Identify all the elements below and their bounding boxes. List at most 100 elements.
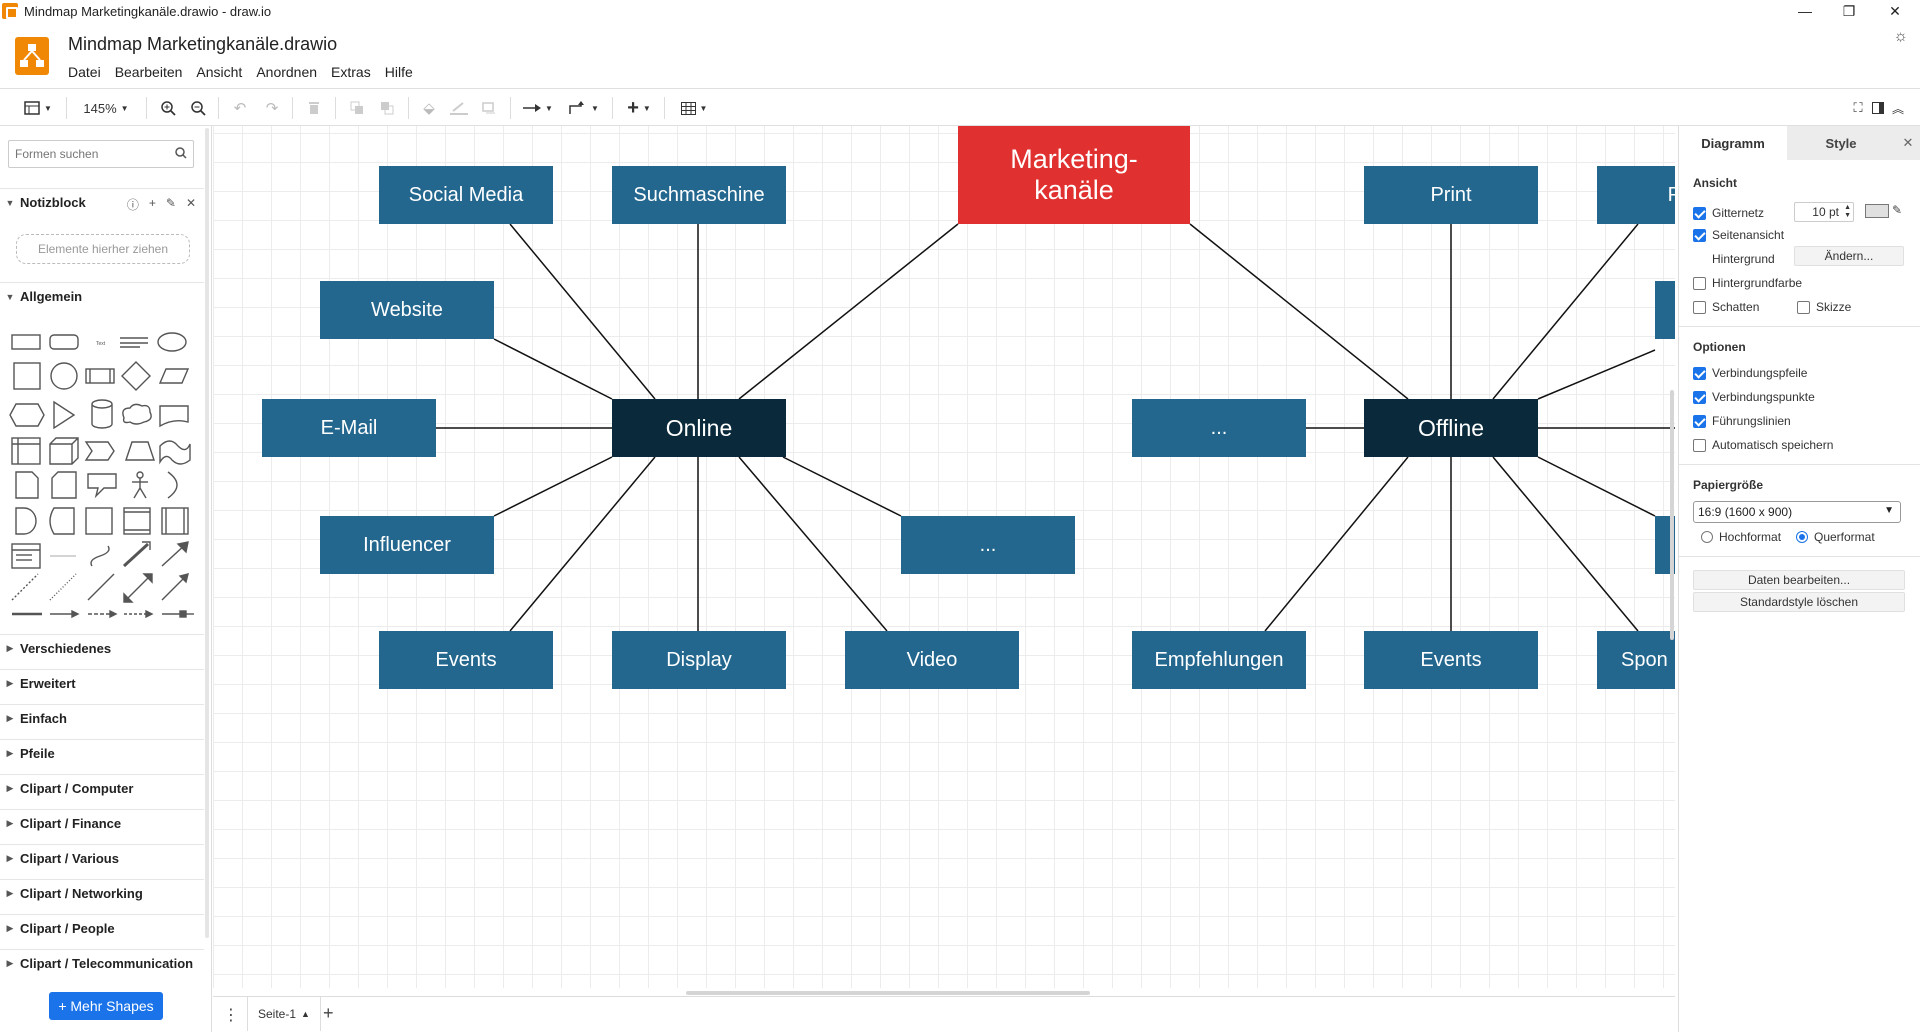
canvas-vertical-scrollbar[interactable]: [1670, 390, 1674, 640]
grid-checkbox[interactable]: [1693, 206, 1706, 220]
shape-palette[interactable]: Text: [8, 322, 204, 622]
page-view-option[interactable]: Seitenansicht: [1693, 228, 1784, 242]
menu-hilfe[interactable]: Hilfe: [384, 64, 413, 80]
paper-size-select[interactable]: 16:9 (1600 x 900)▼: [1693, 501, 1901, 523]
node-display[interactable]: Display: [612, 631, 786, 689]
waypoints-dropdown[interactable]: ▼: [566, 97, 602, 119]
table-dropdown[interactable]: ▼: [676, 97, 712, 119]
sketch-checkbox[interactable]: [1797, 300, 1810, 314]
shadow-icon[interactable]: [478, 97, 500, 119]
section-erweitert[interactable]: ▶Erweitert: [0, 669, 204, 697]
node-print[interactable]: Print: [1364, 166, 1538, 224]
node-online[interactable]: Online: [612, 399, 786, 457]
node-website[interactable]: Website: [320, 281, 494, 339]
clear-default-style-button[interactable]: Standardstyle löschen: [1693, 592, 1905, 612]
section-notizblock[interactable]: ▼ Notizblock ⓘ + ✎ ✕: [0, 188, 204, 216]
node-sponsoring[interactable]: Spon: [1597, 631, 1675, 689]
sidebar-scrollbar[interactable]: [205, 128, 209, 938]
guides-option[interactable]: Führungslinien: [1693, 414, 1791, 428]
section-clipart-networking[interactable]: ▶Clipart / Networking: [0, 879, 204, 907]
page-tab-seite-1[interactable]: Seite-1▲: [247, 997, 321, 1031]
node-offline[interactable]: Offline: [1364, 399, 1538, 457]
menu-bearbeiten[interactable]: Bearbeiten: [114, 64, 183, 80]
node-empfehlungen[interactable]: Empfehlungen: [1132, 631, 1306, 689]
guides-checkbox[interactable]: [1693, 414, 1706, 428]
section-pfeile[interactable]: ▶Pfeile: [0, 739, 204, 767]
landscape-radio[interactable]: [1796, 531, 1808, 543]
section-verschiedenes[interactable]: ▶Verschiedenes: [0, 634, 204, 662]
page-view-checkbox[interactable]: [1693, 228, 1706, 242]
change-background-button[interactable]: Ändern...: [1794, 246, 1904, 266]
sketch-option[interactable]: Skizze: [1797, 300, 1851, 314]
section-einfach[interactable]: ▶Einfach: [0, 704, 204, 732]
node-events-offline[interactable]: Events: [1364, 631, 1538, 689]
redo-icon[interactable]: ↷: [265, 100, 279, 117]
connection-arrows-checkbox[interactable]: [1693, 366, 1706, 380]
document-title[interactable]: Mindmap Marketingkanäle.drawio: [68, 34, 338, 54]
insert-plus-dropdown[interactable]: +▼: [627, 96, 651, 119]
shadow-checkbox[interactable]: [1693, 300, 1706, 314]
minimize-button[interactable]: —: [1798, 3, 1812, 19]
autosave-option[interactable]: Automatisch speichern: [1693, 438, 1833, 452]
to-back-icon[interactable]: [376, 97, 398, 119]
shape-search-input[interactable]: [9, 141, 159, 167]
to-front-icon[interactable]: [346, 97, 368, 119]
landscape-option[interactable]: Querformat: [1796, 530, 1875, 544]
maximize-button[interactable]: ❐: [1842, 2, 1856, 19]
edit-icon[interactable]: ✎: [165, 196, 176, 210]
connection-points-checkbox[interactable]: [1693, 390, 1706, 404]
fullscreen-icon[interactable]: ⛶: [1853, 100, 1863, 115]
scratchpad-dropzone[interactable]: Elemente hierher ziehen: [16, 234, 190, 264]
section-clipart-various[interactable]: ▶Clipart / Various: [0, 844, 204, 872]
section-clipart-people[interactable]: ▶Clipart / People: [0, 914, 204, 942]
node-suchmaschine[interactable]: Suchmaschine: [612, 166, 786, 224]
tab-diagramm[interactable]: Diagramm: [1679, 126, 1787, 160]
more-shapes-button[interactable]: + Mehr Shapes: [49, 992, 163, 1020]
add-icon[interactable]: +: [148, 196, 156, 210]
grid-option[interactable]: Gitternetz: [1693, 206, 1764, 220]
menu-ansicht[interactable]: Ansicht: [196, 64, 243, 80]
section-clipart-computer[interactable]: ▶Clipart / Computer: [0, 774, 204, 802]
grid-color-swatch[interactable]: [1865, 204, 1889, 218]
pages-menu-icon[interactable]: ⋮: [223, 1007, 239, 1024]
close-icon[interactable]: ✕: [185, 196, 196, 210]
search-icon[interactable]: [175, 147, 187, 162]
connection-style-dropdown[interactable]: ▼: [520, 97, 556, 119]
connection-arrows-option[interactable]: Verbindungspfeile: [1693, 366, 1807, 380]
pencil-icon[interactable]: ✎: [1892, 203, 1903, 217]
menu-datei[interactable]: Datei: [68, 64, 101, 80]
background-color-option[interactable]: Hintergrundfarbe: [1693, 276, 1802, 290]
menu-extras[interactable]: Extras: [331, 64, 371, 80]
delete-icon[interactable]: [303, 97, 325, 119]
node-offline-cut-top[interactable]: P: [1597, 166, 1675, 224]
close-panel-icon[interactable]: ✕: [1895, 126, 1920, 160]
node-social-media[interactable]: Social Media: [379, 166, 553, 224]
fill-color-icon[interactable]: ⬙: [423, 100, 435, 117]
zoom-in-icon[interactable]: [158, 97, 178, 119]
close-window-button[interactable]: ✕: [1889, 2, 1901, 19]
chevron-up-icon[interactable]: ▲: [301, 1009, 310, 1019]
portrait-radio[interactable]: [1701, 531, 1713, 543]
node-email[interactable]: E-Mail: [262, 399, 436, 457]
connection-points-option[interactable]: Verbindungspunkte: [1693, 390, 1815, 404]
node-events-online[interactable]: Events: [379, 631, 553, 689]
node-marketingkanaele[interactable]: Marketing-kanäle: [958, 126, 1190, 224]
section-clipart-telecommunication[interactable]: ▶Clipart / Telecommunication: [0, 949, 204, 977]
node-online-more[interactable]: ...: [901, 516, 1075, 574]
add-page-icon[interactable]: +: [323, 1003, 334, 1023]
zoom-out-icon[interactable]: [188, 97, 208, 119]
section-allgemein[interactable]: ▼ Allgemein: [0, 282, 204, 310]
node-offline-cut-upper[interactable]: [1655, 281, 1675, 339]
node-influencer[interactable]: Influencer: [320, 516, 494, 574]
menu-anordnen[interactable]: Anordnen: [256, 64, 318, 80]
theme-toggle-icon[interactable]: ☼: [1893, 28, 1908, 45]
node-video[interactable]: Video: [845, 631, 1019, 689]
help-icon[interactable]: ⓘ: [126, 198, 139, 212]
format-panel-icon[interactable]: [1868, 97, 1888, 119]
diagram-canvas[interactable]: Marketing-kanäle Online Offline Social M…: [213, 126, 1675, 988]
portrait-option[interactable]: Hochformat: [1701, 530, 1781, 544]
tab-style[interactable]: Style: [1787, 126, 1895, 160]
canvas-horizontal-scrollbar[interactable]: [686, 991, 1090, 995]
grid-size-input[interactable]: 10 pt▲▼: [1794, 202, 1854, 222]
collapse-icon[interactable]: ︽: [1891, 101, 1904, 116]
